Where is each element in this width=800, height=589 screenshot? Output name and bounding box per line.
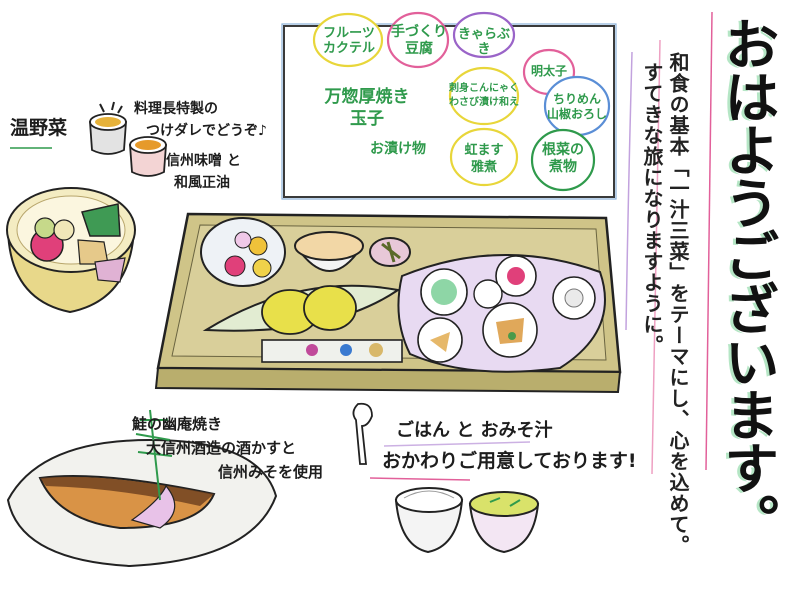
rice-soup-line-1: ごはん と おみそ汁	[396, 420, 553, 441]
menu-item-konsai: 根菜の 煮物	[542, 142, 584, 175]
salmon-caption: 鮭の幽庵焼き 大信州酒造の酒かすと 信州みそを使用	[132, 412, 323, 484]
breakfast-tray	[154, 212, 622, 394]
accent-strokes	[10, 11, 713, 481]
sauce-caption: 料理長特製の つけダレでどうぞ♪ 信州味噌 と 和風正油	[134, 98, 267, 194]
subtitle-line-2: すてきな旅になりますように。	[640, 62, 664, 356]
menu-item-tofu: 手づくり 豆腐	[391, 24, 447, 57]
sauce-line-3: 信州味噌 と	[166, 153, 241, 169]
salmon-line-1: 鮭の幽庵焼き	[132, 415, 223, 433]
onyasai-bowl	[6, 187, 136, 314]
page-title: おはようございます。	[715, 16, 779, 546]
menu-item-chirimen: ちりめん 山椒おろし	[546, 92, 607, 121]
sauce-line-1: 料理長特製の	[134, 101, 218, 117]
rice-soup-line-2: おかわりご用意しております!	[382, 450, 637, 472]
menu-bubbles	[310, 11, 611, 192]
rice-soup-caption: ごはん と おみそ汁 おかわりご用意しております!	[382, 416, 637, 476]
menu-item-mentaiko: 明太子	[530, 64, 567, 78]
menu-item-fruit-cocktail: フルーツ カクテル	[322, 26, 375, 56]
subtitle-line-1: 和食の基本「一汁三菜」をテーマにし、心を込めて。	[666, 52, 690, 556]
menu-item-kyarabuki: きゃらぶき	[457, 27, 510, 57]
salmon-line-2: 大信州酒造の酒かすと	[146, 439, 297, 457]
rice-soup-bowls	[352, 402, 540, 554]
menu-item-pickles: お漬け物	[370, 141, 426, 157]
onyasai-label: 温野菜	[10, 117, 68, 139]
menu-item-sashimi-konnyaku: 刺身こんにゃく わさび漬け和え	[449, 83, 519, 108]
sauce-cups	[89, 101, 167, 177]
salmon-plate	[6, 409, 278, 568]
sauce-line-2: つけダレでどうぞ♪	[146, 123, 267, 139]
menu-item-nijimasu: 虹ます 雅煮	[464, 143, 504, 175]
salmon-line-3: 信州みそを使用	[218, 463, 324, 481]
sauce-line-4: 和風正油	[174, 175, 230, 191]
menu-item-tamagoyaki: 万惣厚焼き 玉子	[324, 87, 410, 129]
